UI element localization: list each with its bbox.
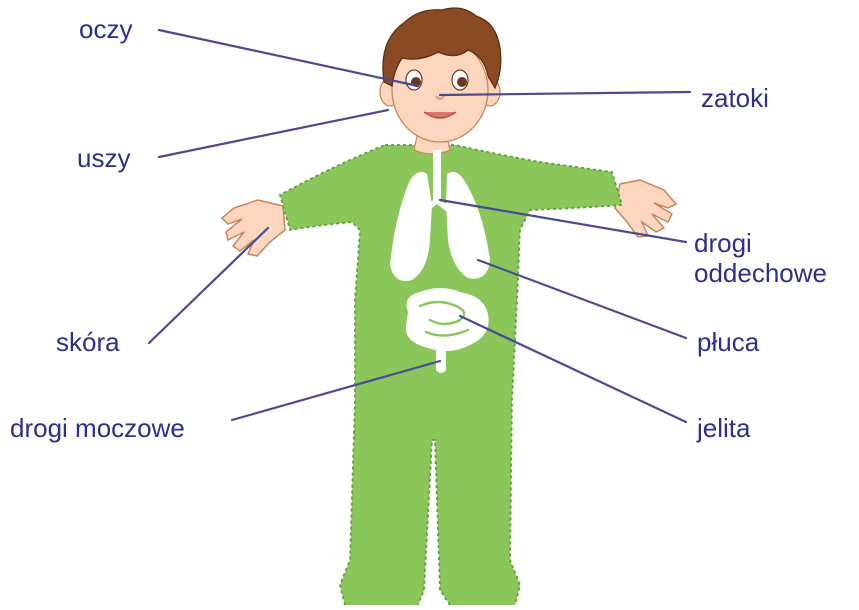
label-skin: skóra: [56, 327, 120, 357]
urinary-tract: [436, 346, 446, 373]
pupil-right: [457, 77, 467, 87]
child-figure: [222, 8, 676, 605]
label-airways-line1: drogi: [694, 228, 827, 258]
right-hand: [615, 180, 676, 237]
label-airways: drogi oddechowe: [694, 228, 827, 288]
label-ears: uszy: [77, 143, 130, 173]
label-lungs: płuca: [697, 327, 759, 357]
label-intestines: jelita: [697, 413, 750, 443]
leader-skin: [149, 228, 268, 343]
leader-ears: [159, 110, 388, 157]
left-hand: [222, 200, 285, 256]
leader-eyes: [159, 30, 418, 86]
label-airways-line2: oddechowe: [694, 258, 827, 288]
label-urinary-tract: drogi moczowe: [10, 413, 185, 443]
label-sinuses: zatoki: [701, 83, 769, 113]
label-eyes: oczy: [79, 14, 132, 44]
